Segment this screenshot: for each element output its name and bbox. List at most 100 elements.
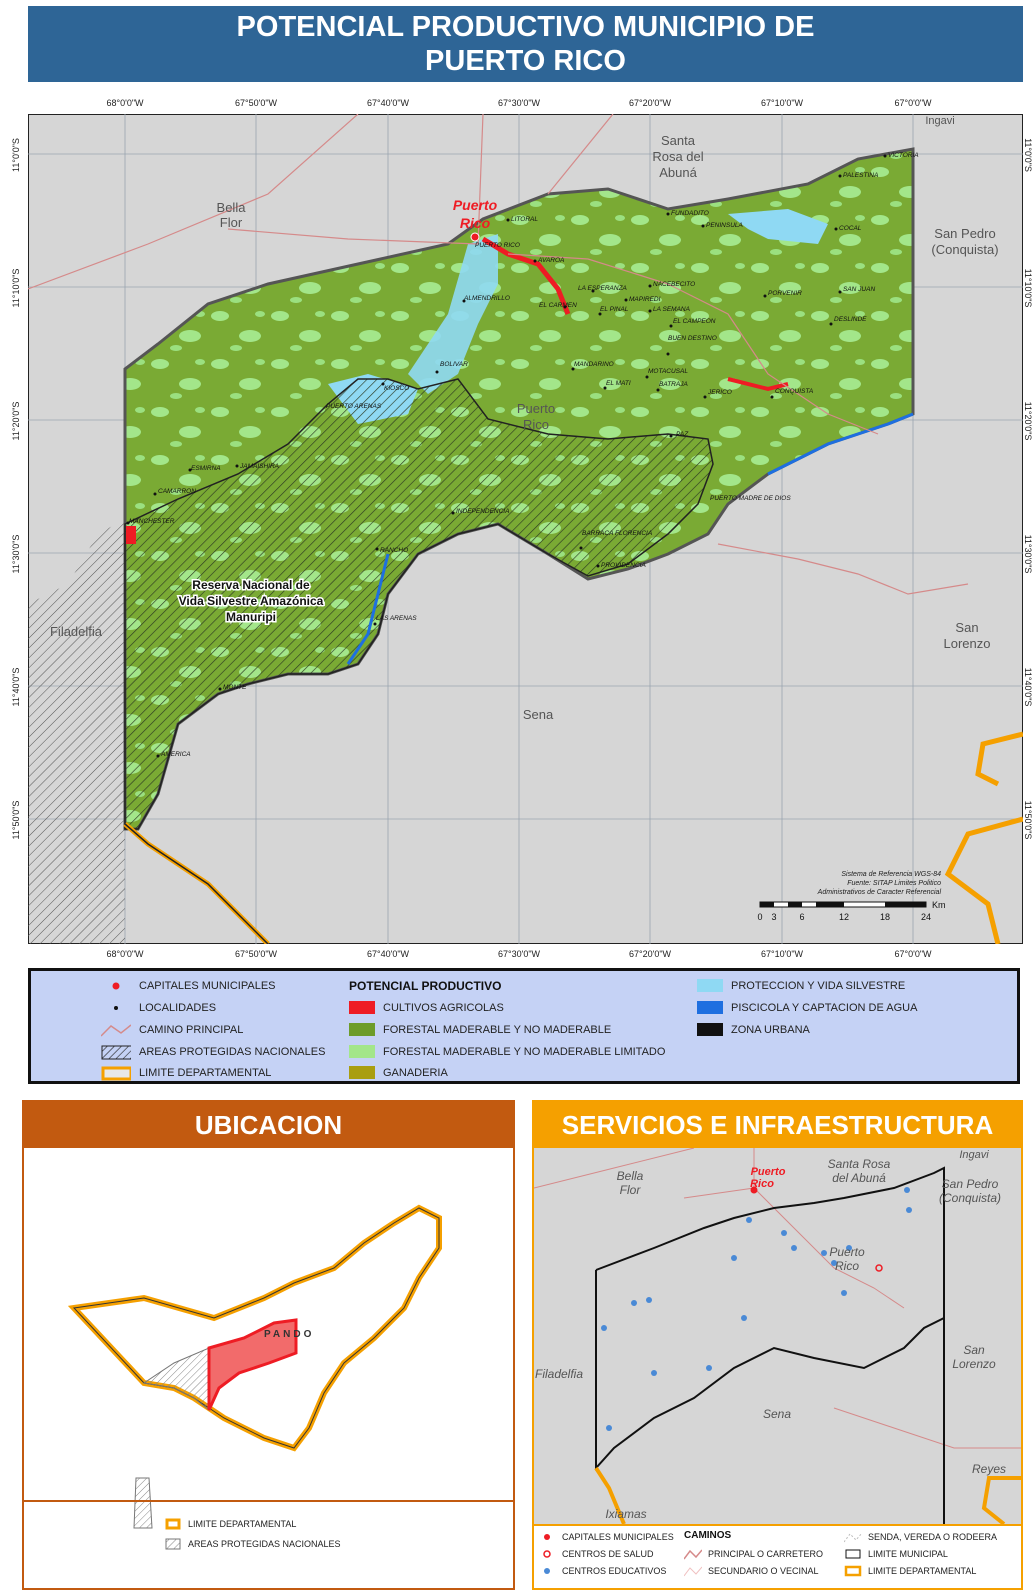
school-icon — [538, 1565, 556, 1577]
location-map[interactable]: PANDO — [24, 1148, 513, 1538]
agricultural-zone — [727, 377, 789, 392]
locality-label: NACEBECITO — [653, 281, 695, 288]
locality-label: INDEPENDENCIA — [456, 508, 509, 515]
swatch — [349, 1045, 375, 1058]
services-heading: SERVICIOS E INFRAESTRUCTURA — [534, 1102, 1021, 1148]
locality-dot-icon — [101, 1001, 131, 1015]
region-label: Ixiamas — [605, 1507, 646, 1521]
scale-unit: Km — [932, 900, 946, 910]
trail-line-icon — [844, 1531, 862, 1543]
locality-label: PUERTO MADRE DE DIOS — [710, 495, 791, 502]
lon-tick: 68°0'0"W — [106, 98, 144, 108]
locality-label: KIOSCO — [384, 385, 409, 392]
locality-label: PENINSULA — [706, 222, 743, 229]
lon-tick: 67°10'0"W — [760, 949, 804, 959]
health-center-icon — [875, 1264, 883, 1272]
lat-tick: 11°10'0"S — [1023, 268, 1033, 308]
lon-tick: 68°0'0"W — [106, 949, 144, 959]
municipality-highlight — [207, 1318, 298, 1411]
region-label: Reyes — [972, 1462, 1006, 1476]
locality-label: LA ESPERANZA — [578, 285, 627, 292]
services-map[interactable]: Santa Rosa del Abuná Ingavi Bella Flor S… — [534, 1148, 1021, 1524]
locality-label: RANCHO — [380, 547, 408, 554]
legend-camino: CAMINO PRINCIPAL — [101, 1023, 243, 1037]
locality-label: FUNDADITO — [671, 210, 709, 217]
scale-tick: 24 — [921, 912, 931, 922]
locality-label: BUEN DESTINO — [668, 335, 717, 342]
hatch-swatch-icon — [164, 1538, 182, 1550]
lat-tick: 11°20'0"S — [11, 401, 21, 441]
scale-bar: Km 0 3 6 12 18 24 — [757, 900, 945, 922]
capital-label: Rico — [750, 1178, 774, 1190]
lon-tick: 67°30'0"W — [497, 98, 541, 108]
road-line-icon — [101, 1023, 131, 1037]
locality-label: CAMARRON — [158, 488, 196, 495]
locality-label: MOTACUSAL — [648, 368, 688, 375]
legend-proteccion: PROTECCION Y VIDA SILVESTRE — [697, 979, 905, 992]
river — [767, 412, 914, 476]
main-map[interactable]: Santa Rosa del Abuná Bella Flor San Pedr… — [28, 114, 1023, 944]
credit-text: Fuente: SITAP Limites Politico — [847, 880, 941, 887]
region-label: Santa Rosa — [828, 1157, 891, 1171]
locality-label: JAMAISHIRA — [239, 463, 279, 470]
region-label: Ingavi — [925, 115, 954, 127]
capital-label: Puerto — [453, 197, 498, 213]
location-panel: UBICACION PANDO LIMITE DEPARTAMENTAL ARE… — [22, 1100, 515, 1590]
capital-dot-icon — [538, 1531, 556, 1543]
main-roads — [28, 114, 969, 595]
region-label: Filadelfia — [535, 1367, 583, 1381]
agricultural-zone — [126, 526, 136, 544]
region-label: del Abuná — [832, 1171, 886, 1185]
capital-marker[interactable] — [750, 1186, 758, 1194]
lon-tick: 67°30'0"W — [497, 949, 541, 959]
region-label: San Pedro — [942, 1177, 999, 1191]
scale-tick: 18 — [880, 912, 890, 922]
region-label: Flor — [620, 1183, 642, 1197]
agricultural-zone — [481, 236, 571, 315]
lat-tick: 11°40'0"S — [1023, 667, 1033, 707]
lon-tick: 67°20'0"W — [628, 98, 672, 108]
legend-cultivos: CULTIVOS AGRICOLAS — [349, 1001, 504, 1014]
locality-label: PUERTO RICO — [475, 242, 520, 249]
scale-tick: 12 — [839, 912, 849, 922]
legend-item: SECUNDARIO O VECINAL — [684, 1565, 819, 1577]
locality-label: LAS ARENAS — [376, 615, 417, 622]
legend-item: LIMITE DEPARTAMENTAL — [844, 1565, 976, 1577]
locality-label: JERICO — [707, 389, 732, 396]
locality-label: CONQUISTA — [775, 388, 813, 395]
hatch-swatch-icon — [101, 1045, 131, 1059]
region-label: (Conquista) — [931, 242, 998, 257]
legend-item: SENDA, VEREDA O RODEERA — [844, 1531, 997, 1543]
divider — [24, 1500, 513, 1502]
locality-label: MONTE — [223, 684, 247, 691]
municipal-limit-icon — [844, 1548, 862, 1560]
capital-marker[interactable] — [470, 232, 480, 242]
locality-label: MAPIREDI — [629, 296, 661, 303]
swatch — [697, 979, 723, 992]
locality-label: VICTORIA — [888, 152, 919, 159]
region-label: Ingavi — [959, 1149, 989, 1161]
reserve-label: Reserva Nacional de — [192, 578, 310, 592]
department-limit — [944, 816, 1023, 944]
health-center-icon — [538, 1548, 556, 1560]
legend-forestal-limitado: FORESTAL MADERABLE Y NO MADERABLE LIMITA… — [349, 1045, 665, 1058]
department-limit — [594, 1466, 626, 1524]
region-label: Lorenzo — [944, 636, 991, 651]
legend-ganaderia: GANADERIA — [349, 1066, 448, 1079]
credit-text: Sistema de Referencia WGS-84 — [841, 871, 941, 878]
capital-label: Puerto — [751, 1166, 786, 1178]
region-label: Bella — [217, 200, 247, 215]
locality-label: COCAL — [839, 225, 862, 232]
locality-label: AVAROA — [537, 257, 564, 264]
legend-heading: POTENCIAL PRODUCTIVO — [349, 979, 502, 993]
legend-item: LIMITE MUNICIPAL — [844, 1548, 948, 1560]
services-panel: SERVICIOS E INFRAESTRUCTURA Santa Rosa d… — [532, 1100, 1023, 1590]
region-label: (Conquista) — [939, 1191, 1001, 1205]
region-label: Rico — [835, 1259, 859, 1273]
filadelfia-protected-area — [28, 519, 125, 944]
lat-tick: 11°30'0"S — [1023, 534, 1033, 574]
lon-tick: 67°0'0"W — [894, 98, 932, 108]
pando-outline — [72, 1207, 440, 1449]
department-limit-icon — [101, 1066, 131, 1080]
region-label: Puerto — [517, 401, 555, 416]
